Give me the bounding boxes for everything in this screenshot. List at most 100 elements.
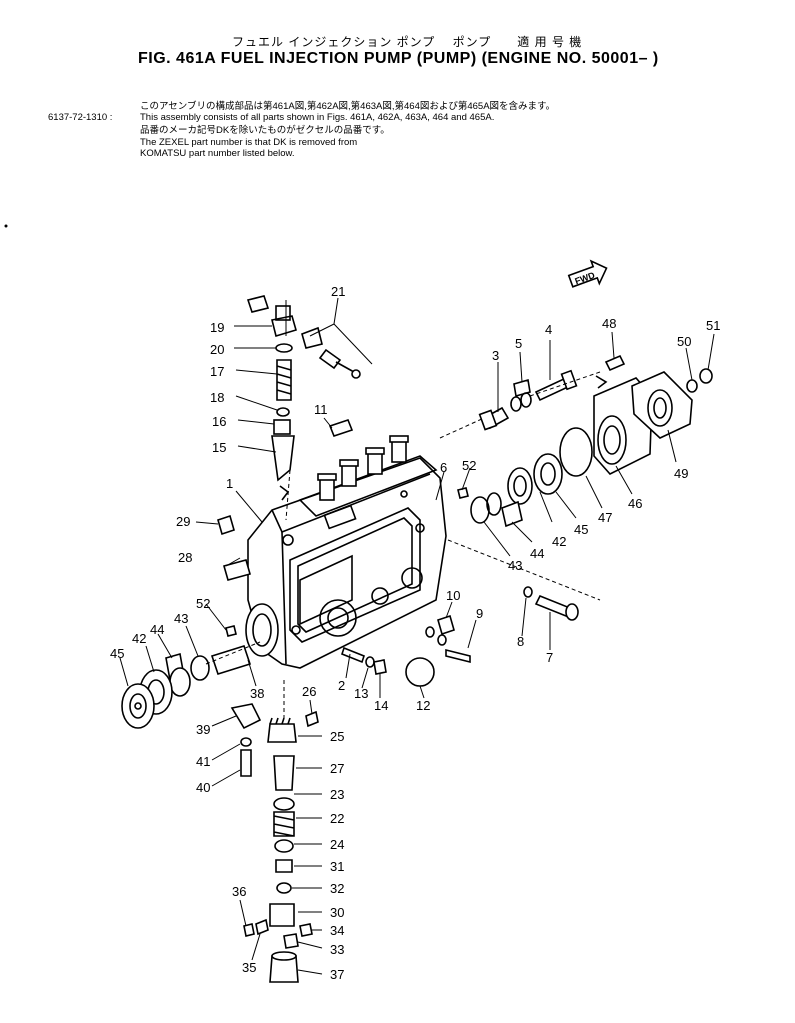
callout-20: 20 — [210, 342, 224, 357]
part-36-pin — [243, 923, 255, 937]
pump-housing — [245, 435, 447, 669]
callout-7: 7 — [546, 650, 553, 665]
margin-mark — [4, 224, 8, 228]
side-fastener-parts — [341, 586, 579, 687]
callout-52-left: 52 — [196, 596, 210, 611]
part-7-bolt — [534, 594, 572, 618]
callout-45-right: 45 — [574, 522, 588, 537]
callout-42-left: 42 — [132, 631, 146, 646]
part-27-sleeve — [273, 755, 295, 791]
part-2-stud — [341, 646, 365, 664]
part-9-bolt — [445, 648, 471, 664]
note-line-1-japanese: このアセンブリの構成部品は第461A図,第462A図,第463A図,第464図お… — [140, 101, 556, 112]
callout-15: 15 — [212, 440, 226, 455]
callout-10: 10 — [446, 588, 460, 603]
fwd-arrow-icon: FWD — [567, 259, 608, 288]
callout-26: 26 — [302, 684, 316, 699]
callout-4: 4 — [545, 322, 552, 337]
callout-13: 13 — [354, 686, 368, 701]
callout-50: 50 — [677, 334, 691, 349]
part-38-camshaft-end — [210, 645, 252, 675]
note-line-5: KOMATSU part number listed below. — [140, 148, 295, 159]
part-43-shim-left — [190, 655, 210, 681]
part-21-lock-plate-a — [246, 295, 270, 313]
delivery-valve-holders — [317, 435, 409, 501]
header-japanese-title: フュエル インジェクション ポンプ ポンプ 適 用 号 機 — [232, 35, 583, 49]
part-40-bolt — [240, 749, 252, 777]
callout-3: 3 — [492, 348, 499, 363]
part-11-bleeder — [328, 419, 354, 437]
part-43-shim — [470, 496, 490, 524]
part-29-plug — [217, 514, 235, 536]
part-52-key-right — [457, 487, 469, 499]
callout-44-right: 44 — [530, 546, 544, 561]
part-16-valve — [273, 419, 291, 435]
callout-23: 23 — [330, 787, 344, 802]
part-32-ring — [276, 882, 292, 894]
note-line-2: This assembly consists of all parts show… — [140, 112, 495, 123]
part-41-washer — [240, 737, 252, 747]
callout-51: 51 — [706, 318, 720, 333]
tappet-stack — [243, 680, 319, 983]
callout-17: 17 — [210, 364, 224, 379]
part-39-bracket — [230, 703, 262, 730]
part-19-holder — [271, 315, 297, 338]
callout-29: 29 — [176, 514, 190, 529]
callout-11: 11 — [314, 402, 328, 417]
part-23-seat — [273, 797, 295, 811]
callout-52-right: 52 — [462, 458, 476, 473]
callout-16: 16 — [212, 414, 226, 429]
part-44-spacer — [501, 500, 523, 528]
callout-32: 32 — [330, 881, 344, 896]
callout-33: 33 — [330, 942, 344, 957]
part-24-seat — [274, 839, 294, 853]
figure-title: FIG. 461A FUEL INJECTION PUMP (PUMP) (EN… — [138, 50, 659, 67]
part-15-valve-body — [271, 435, 295, 482]
part-12-o-ring — [405, 657, 435, 687]
callout-38: 38 — [250, 686, 264, 701]
callout-47: 47 — [598, 510, 612, 525]
callout-5: 5 — [515, 336, 522, 351]
drive-end-parts — [121, 487, 469, 777]
part-26-screw — [305, 710, 319, 728]
callout-27: 27 — [330, 761, 344, 776]
assembly-part-number: 6137-72-1310 : — [48, 112, 113, 123]
callout-44-left: 44 — [150, 622, 164, 637]
callout-45-left: 45 — [110, 646, 124, 661]
callout-48: 48 — [602, 316, 616, 331]
callout-8: 8 — [517, 634, 524, 649]
part-51-nut — [699, 368, 713, 384]
part-52-key-left — [225, 625, 237, 637]
callout-21: 21 — [331, 284, 345, 299]
part-18-washer — [276, 407, 290, 417]
callout-39: 39 — [196, 722, 210, 737]
callout-37: 37 — [330, 967, 344, 982]
callout-30: 30 — [330, 905, 344, 920]
callout-28: 28 — [178, 550, 192, 565]
part-42-bearing-race — [507, 467, 533, 505]
callout-6: 6 — [440, 460, 447, 475]
part-28-pin — [223, 559, 251, 581]
callout-25: 25 — [330, 729, 344, 744]
note-line-3-japanese: 品番のメーカ記号DKを除いたものがゼクセルの品番です。 — [140, 125, 390, 136]
callout-18: 18 — [210, 390, 224, 405]
callout-1: 1 — [226, 476, 233, 491]
callout-46: 46 — [628, 496, 642, 511]
callout-14: 14 — [374, 698, 388, 713]
callout-9: 9 — [476, 606, 483, 621]
callout-41: 41 — [196, 754, 210, 769]
callout-12: 12 — [416, 698, 430, 713]
part-20-gasket — [275, 343, 293, 353]
part-48-screw — [604, 354, 626, 372]
part-31-shim — [275, 859, 293, 873]
part-49-cover — [631, 371, 693, 439]
part-35-pin — [255, 918, 269, 936]
part-8-washer — [523, 586, 533, 598]
part-25-gear — [267, 723, 297, 743]
callout-31: 31 — [330, 859, 344, 874]
part-14-nut — [373, 659, 387, 675]
callout-49: 49 — [674, 466, 688, 481]
note-line-4: The ZEXEL part number is that DK is remo… — [140, 137, 358, 148]
part-17-spring — [276, 359, 292, 401]
part-45-coupling — [121, 683, 155, 729]
